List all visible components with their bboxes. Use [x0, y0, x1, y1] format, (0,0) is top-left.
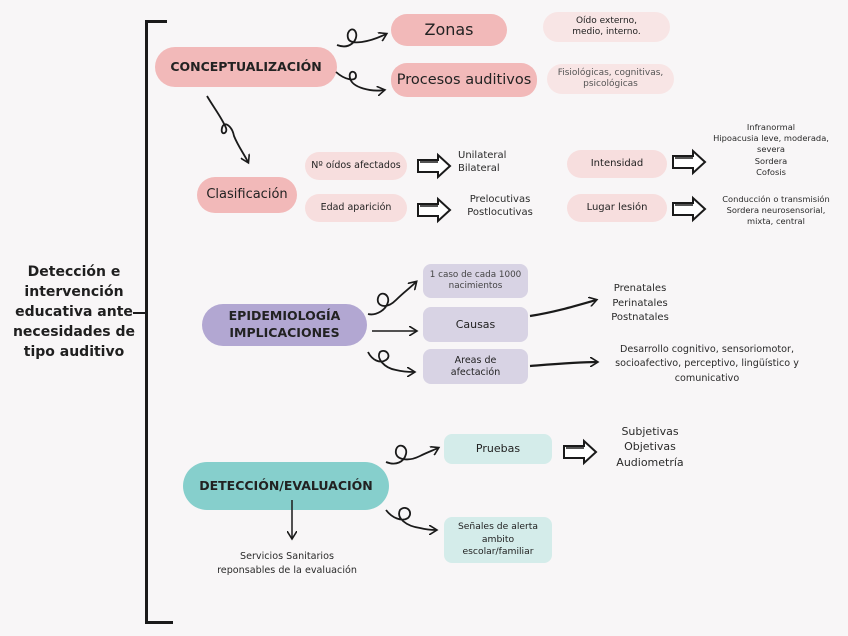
arrow-to-areas [367, 350, 414, 372]
causas-values: Prenatales Perinatales Postnatales [600, 282, 680, 326]
root-topic[interactable]: Detección e intervención educativa ante … [12, 264, 136, 360]
value-line: severa [757, 144, 785, 155]
arrow-to-areas-values [529, 362, 597, 368]
arrow-to-zonas [336, 28, 386, 48]
zonas-label: Zonas [424, 20, 474, 39]
block-arrow-icon [417, 154, 451, 178]
value-line: comunicativo [674, 372, 740, 384]
value-line: Subjetivas [621, 425, 679, 438]
value-line: socioafectivo, perceptivo, lingüístico y [615, 358, 799, 370]
areas-line: Areas de [454, 354, 497, 366]
epidemiologia-node[interactable]: EPIDEMIOLOGÍA IMPLICACIONES [202, 304, 367, 346]
arrow-to-senales [385, 506, 436, 530]
value-line: Conducción o transmisión [722, 194, 830, 204]
criterion-edad-values: Prelocutivas Postlocutivas [460, 193, 540, 219]
block-arrow-icon [672, 150, 706, 174]
root-bracket-connector [133, 312, 147, 314]
criterion-oidos-values: Unilateral Bilateral [458, 149, 528, 175]
clasificacion-node[interactable]: Clasificación [197, 177, 297, 213]
root-bracket-vertical [145, 20, 148, 624]
block-arrow-icon [563, 440, 597, 464]
procesos-auditivos-label: Procesos auditivos [396, 71, 532, 88]
value-line: Audiometría [616, 455, 684, 469]
criterion-intensidad-node[interactable]: Intensidad [567, 150, 667, 178]
areas-values: Desarrollo cognitivo, sensoriomotor, soc… [600, 343, 814, 386]
epidemiologia-label-line: EPIDEMIOLOGÍA [228, 308, 341, 324]
criterion-intensidad-label: Intensidad [590, 157, 644, 169]
arrow-to-pruebas [385, 444, 438, 465]
servicios-line: reponsables de la evaluación [217, 564, 357, 576]
criterion-edad-node[interactable]: Edad aparición [305, 194, 407, 222]
senales-line: escolar/familiar [462, 546, 534, 558]
criterion-lugar-node[interactable]: Lugar lesión [567, 194, 667, 222]
servicios-line: Servicios Sanitarios [240, 551, 334, 562]
value-line: Objetivas [624, 440, 676, 454]
areas-node[interactable]: Areas de afectación [423, 349, 528, 384]
procesos-auditivos-node[interactable]: Procesos auditivos [391, 63, 537, 97]
value-line: Infranormal [746, 122, 796, 132]
causas-label: Causas [455, 317, 496, 331]
value-line: Perinatales [612, 297, 668, 309]
block-arrow-icon [417, 198, 451, 222]
conceptualizacion-node[interactable]: CONCEPTUALIZACIÓN [155, 47, 337, 87]
value-line: Postlocutivas [467, 207, 533, 218]
conceptualizacion-label: CONCEPTUALIZACIÓN [170, 59, 322, 75]
procesos-detail-line: psicológicas [583, 79, 638, 89]
value-line: Prenatales [613, 283, 667, 294]
value-line: Cofosis [756, 166, 786, 177]
arrow-to-causas-values [529, 300, 596, 318]
procesos-detail[interactable]: Fisiológicas, cognitivas, psicológicas [547, 64, 674, 94]
pruebas-label: Pruebas [475, 442, 521, 456]
criterion-oidos-node[interactable]: Nº oídos afectados [305, 152, 407, 180]
incidencia-line: 1 caso de cada 1000 [429, 270, 522, 281]
pruebas-values: Subjetivas Objetivas Audiometría [608, 424, 692, 470]
value-line: Hipoacusia leve, moderada, [713, 133, 829, 144]
value-line: Sordera neurosensorial, [726, 205, 826, 216]
procesos-detail-line: Fisiológicas, cognitivas, [557, 67, 664, 78]
incidencia-line: nacimientos [448, 281, 503, 291]
senales-line: Señales de alerta [457, 520, 539, 532]
criterion-lugar-values: Conducción o transmisión Sordera neurose… [714, 194, 838, 228]
value-line: Desarrollo cognitivo, sensoriomotor, [619, 344, 795, 355]
criterion-edad-label: Edad aparición [320, 202, 392, 214]
senales-node[interactable]: Señales de alerta ambito escolar/familia… [444, 517, 552, 563]
zonas-detail[interactable]: Oído externo, medio, interno. [543, 12, 670, 42]
zonas-node[interactable]: Zonas [391, 14, 507, 46]
deteccion-label: DETECCIÓN/EVALUACIÓN [199, 478, 373, 494]
arrow-to-clasificacion [206, 95, 248, 162]
value-line: Unilateral [458, 150, 507, 161]
value-line: Bilateral [458, 163, 500, 174]
epidemiologia-label-line: IMPLICACIONES [229, 325, 340, 340]
value-line: mixta, central [747, 216, 805, 227]
root-bracket-top [145, 20, 167, 23]
pruebas-node[interactable]: Pruebas [444, 434, 552, 464]
arrow-to-incidencia [367, 282, 416, 316]
incidencia-node[interactable]: 1 caso de cada 1000 nacimientos [423, 264, 528, 298]
causas-node[interactable]: Causas [423, 307, 528, 342]
block-arrow-icon [672, 197, 706, 221]
criterion-intensidad-values: Infranormal Hipoacusia leve, moderada, s… [708, 122, 834, 178]
servicios-text: Servicios Sanitarios reponsables de la e… [203, 550, 371, 578]
criterion-oidos-label: Nº oídos afectados [311, 160, 401, 172]
arrow-to-procesos [335, 70, 384, 91]
criterion-lugar-label: Lugar lesión [586, 201, 648, 213]
areas-line: afectación [450, 366, 501, 378]
zonas-detail-line: Oído externo, [575, 15, 638, 26]
root-bracket-bottom [145, 621, 173, 624]
clasificacion-label: Clasificación [206, 186, 288, 202]
zonas-detail-line: medio, interno. [572, 27, 641, 37]
senales-line: ambito [481, 533, 515, 545]
value-line: Prelocutivas [469, 194, 531, 205]
deteccion-node[interactable]: DETECCIÓN/EVALUACIÓN [183, 462, 389, 510]
value-line: Postnatales [611, 312, 669, 323]
value-line: Sordera [754, 155, 788, 166]
